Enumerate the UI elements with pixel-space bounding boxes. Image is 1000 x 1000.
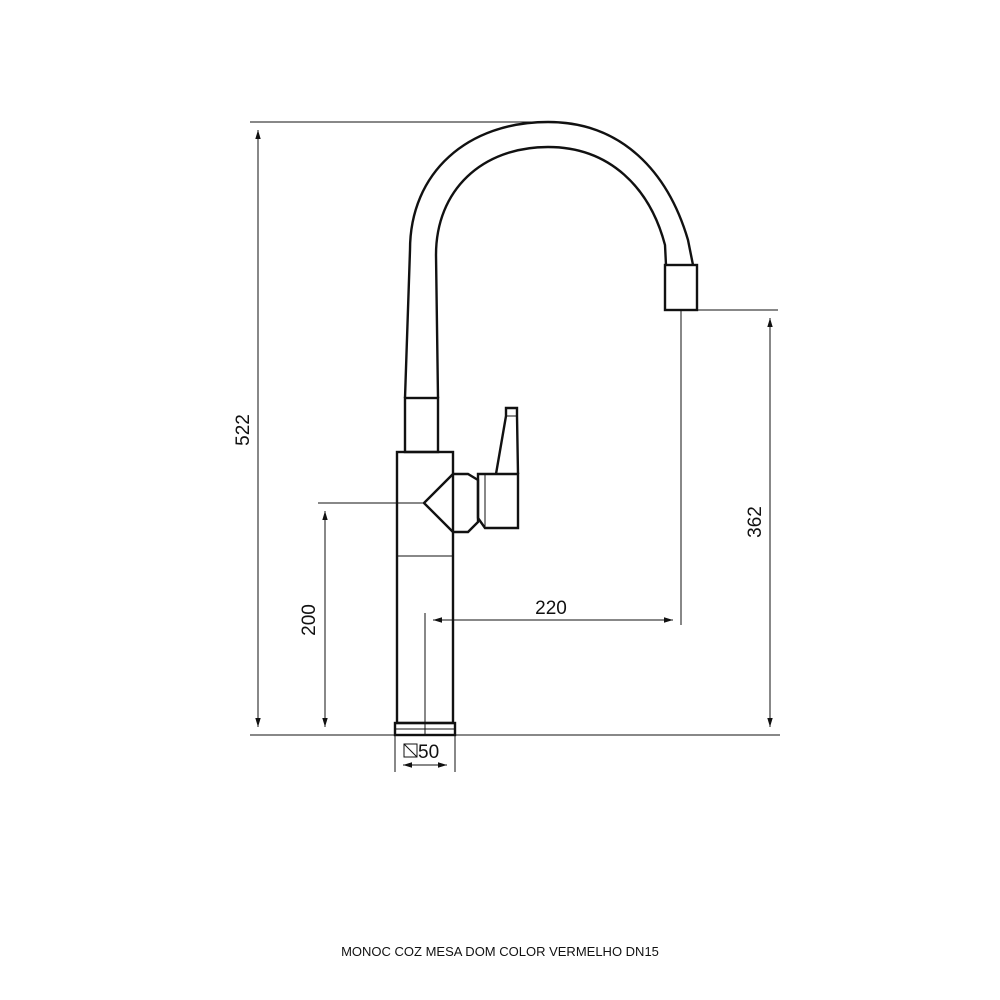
faucet-outline xyxy=(393,120,699,737)
cartridge-housing xyxy=(422,472,480,534)
base-diameter-symbol xyxy=(403,743,418,758)
aerator xyxy=(663,263,699,312)
spout-outer xyxy=(403,120,695,399)
lever-handle xyxy=(476,472,520,530)
dimension-lines xyxy=(250,121,780,772)
dimension-lever-height: 200 xyxy=(299,604,320,636)
drawing-title: MONOC COZ MESA DOM COLOR VERMELHO DN15 xyxy=(341,944,659,959)
dimension-spout-height: 362 xyxy=(745,506,766,538)
dimension-total-height: 522 xyxy=(233,414,254,446)
spout-collar xyxy=(403,396,440,454)
spout-inner xyxy=(434,145,668,399)
lever-arm xyxy=(494,406,520,475)
dimension-spout-reach: 220 xyxy=(535,598,567,619)
dimension-base-diameter: 50 xyxy=(418,742,439,763)
